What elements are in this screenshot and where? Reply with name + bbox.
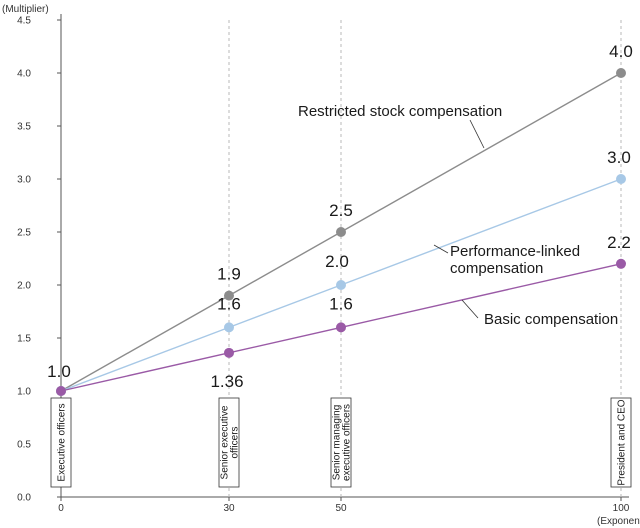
category-label-line: Senior executive xyxy=(220,405,231,479)
y-tick-label: 1.5 xyxy=(17,334,31,345)
axes: (Multiplier) (Exponent) 0.0 0.5 1.0 1.5 2.0 2.5… xyxy=(2,4,640,527)
data-label: 2.0 xyxy=(325,252,349,271)
category-label: President and CEO xyxy=(617,399,628,485)
category-label-line: officers xyxy=(230,426,241,458)
data-label: 1.36 xyxy=(210,372,243,391)
data-point xyxy=(616,68,626,78)
category-labels: Executive officers Senior executiveoffice… xyxy=(50,397,632,488)
data-labels: 1.0 1.9 2.5 4.0 1.6 2.0 3.0 1.36 1.6 2.2 xyxy=(47,42,633,391)
data-point xyxy=(336,227,346,237)
category-label-line: executive officers xyxy=(342,404,353,481)
series-labels: Restricted stock compensationPerformance… xyxy=(298,103,618,328)
category-label-line: Executive officers xyxy=(57,403,68,481)
series-points xyxy=(56,68,626,396)
y-tick-label: 3.5 xyxy=(17,122,31,133)
x-tick-label: 100 xyxy=(613,503,630,514)
y-tick-label: 2.0 xyxy=(17,281,31,292)
series-label: Basic compensation xyxy=(484,311,618,328)
data-label: 1.9 xyxy=(217,265,241,284)
x-tick-label: 50 xyxy=(335,503,347,514)
category-label: Senior managingexecutive officers xyxy=(332,404,353,481)
series-label-line: Performance-linked xyxy=(450,243,580,260)
series-label-line: compensation xyxy=(450,260,543,277)
data-point xyxy=(336,322,346,333)
data-point xyxy=(224,347,234,358)
data-label: 1.6 xyxy=(217,294,241,313)
data-label: 1.0 xyxy=(47,362,71,381)
y-axis-unit-label: (Multiplier) xyxy=(2,4,49,15)
y-tick-label: 2.5 xyxy=(17,228,31,239)
series-label-leader xyxy=(461,299,479,319)
series-line-2 xyxy=(60,263,622,392)
category-label: Executive officers xyxy=(57,403,68,481)
y-tick-label: 3.0 xyxy=(17,175,31,186)
category-label-box xyxy=(50,397,72,488)
series-lines xyxy=(60,72,622,392)
data-label: 3.0 xyxy=(607,148,631,167)
x-tick-label: 30 xyxy=(223,503,235,514)
y-tick-label: 0.0 xyxy=(17,493,31,504)
data-point xyxy=(224,322,234,333)
data-label: 4.0 xyxy=(609,42,633,61)
data-label: 1.6 xyxy=(329,294,353,313)
series-line-0 xyxy=(60,72,622,392)
data-point xyxy=(616,258,626,269)
series-label-line: Basic compensation xyxy=(484,311,618,328)
category-label-line: President and CEO xyxy=(617,399,628,485)
series-label-leader xyxy=(433,244,449,254)
data-label: 2.2 xyxy=(607,233,631,252)
series-line-1 xyxy=(60,178,622,392)
data-label: 2.5 xyxy=(329,201,353,220)
category-label-box xyxy=(610,397,632,488)
y-tick-label: 1.0 xyxy=(17,387,31,398)
y-tick-label: 4.0 xyxy=(17,69,31,80)
category-label-line: Senior managing xyxy=(332,405,343,481)
series-label-leader xyxy=(469,119,485,149)
data-point xyxy=(56,386,66,396)
y-tick-label: 0.5 xyxy=(17,440,31,451)
y-tick-label: 4.5 xyxy=(17,16,31,27)
data-point xyxy=(336,280,346,290)
series-label-line: Restricted stock compensation xyxy=(298,103,502,120)
data-point xyxy=(616,174,626,184)
category-label-box xyxy=(218,397,240,488)
series-label: Restricted stock compensation xyxy=(298,103,502,120)
x-tick-label: 0 xyxy=(58,503,64,514)
data-point xyxy=(224,290,234,301)
x-axis-unit-label: (Exponent) xyxy=(597,516,640,527)
category-label-box xyxy=(330,397,352,488)
category-label: Senior executiveofficers xyxy=(220,405,241,479)
